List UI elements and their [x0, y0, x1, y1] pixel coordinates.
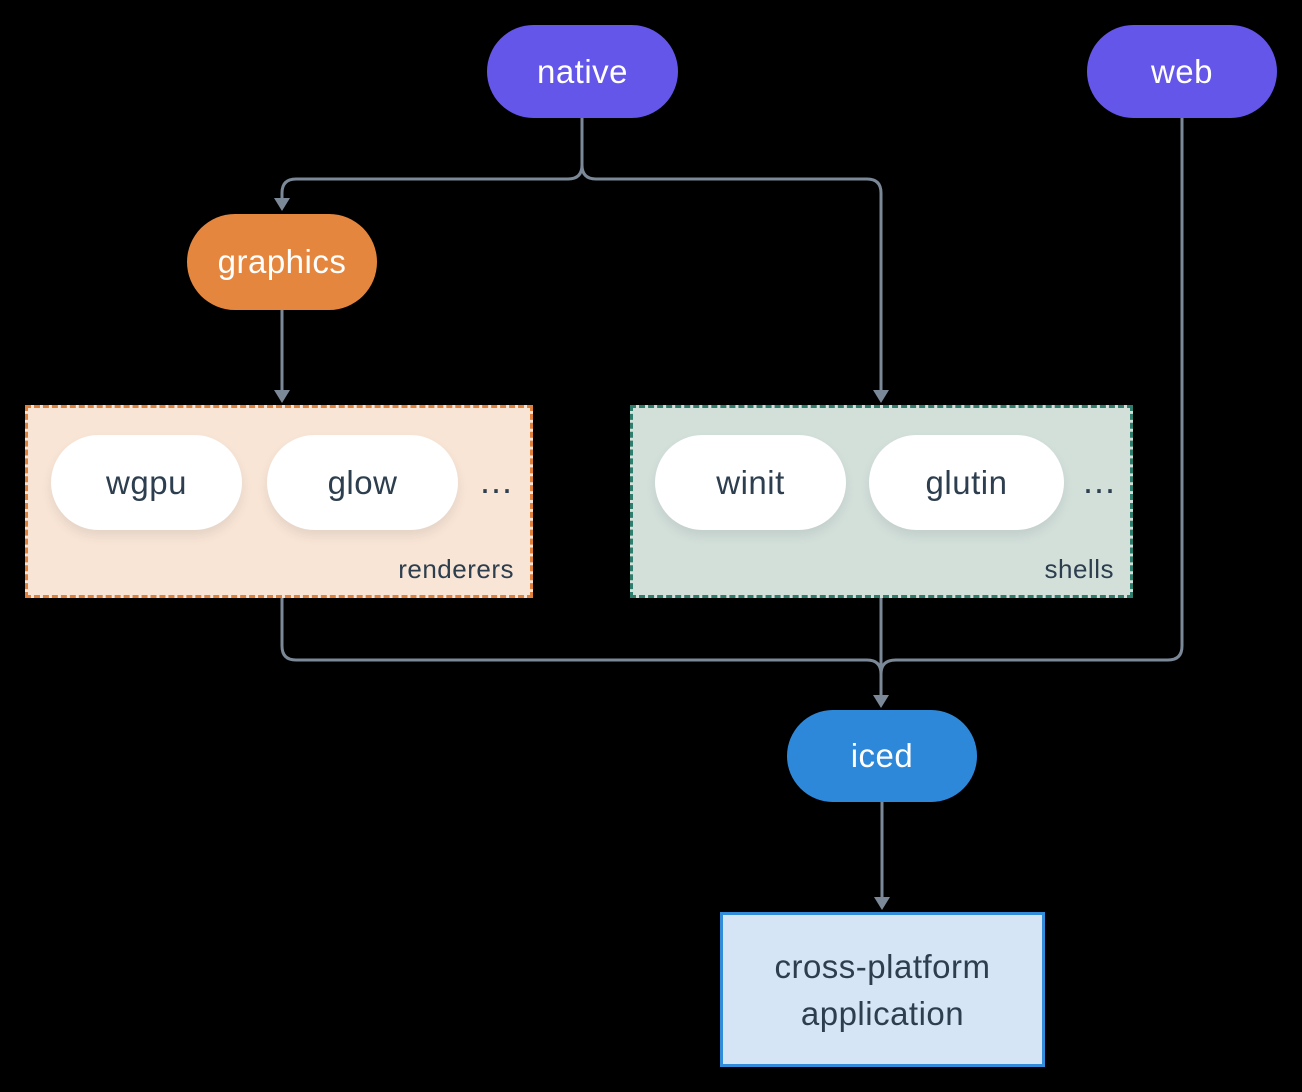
- group-shells-label: shells: [1044, 554, 1114, 584]
- node-native-label: native: [536, 52, 629, 90]
- edge-native-to-shells: [580, 118, 883, 390]
- node-wgpu: wgpu: [51, 435, 242, 530]
- edge-native-to-graphics: [280, 118, 584, 198]
- node-iced: iced: [787, 710, 977, 802]
- node-wgpu-label: wgpu: [106, 463, 187, 501]
- node-web: web: [1087, 25, 1277, 118]
- node-glow: glow: [267, 435, 458, 530]
- node-graphics: graphics: [187, 214, 377, 310]
- group-renderers: wgpu glow ... renderers: [25, 405, 533, 598]
- arrowhead-into-graphics: [274, 198, 290, 211]
- node-native: native: [487, 25, 678, 118]
- app-label-line1: cross-platform: [774, 947, 991, 985]
- node-iced-label: iced: [850, 737, 914, 774]
- node-glutin-label: glutin: [925, 463, 1008, 501]
- node-glow-label: glow: [327, 463, 398, 501]
- node-graphics-label: graphics: [217, 243, 347, 280]
- node-winit-label: winit: [716, 463, 785, 501]
- group-renderers-label: renderers: [398, 554, 514, 584]
- node-winit: winit: [655, 435, 846, 530]
- group-shells: winit glutin ... shells: [630, 405, 1133, 598]
- arrowhead-into-renderers: [274, 390, 290, 403]
- node-glutin: glutin: [869, 435, 1064, 530]
- node-cross-platform-application: cross-platform application: [720, 912, 1045, 1067]
- edge-renderers-to-iced: [280, 598, 883, 695]
- shells-ellipsis: ...: [1083, 460, 1117, 501]
- arrowhead-into-shells: [873, 390, 889, 403]
- arrowhead-into-app: [874, 897, 890, 910]
- renderers-ellipsis: ...: [480, 460, 514, 501]
- app-label-line2: application: [800, 994, 965, 1032]
- node-web-label: web: [1150, 52, 1214, 90]
- arrowhead-into-iced: [873, 695, 889, 708]
